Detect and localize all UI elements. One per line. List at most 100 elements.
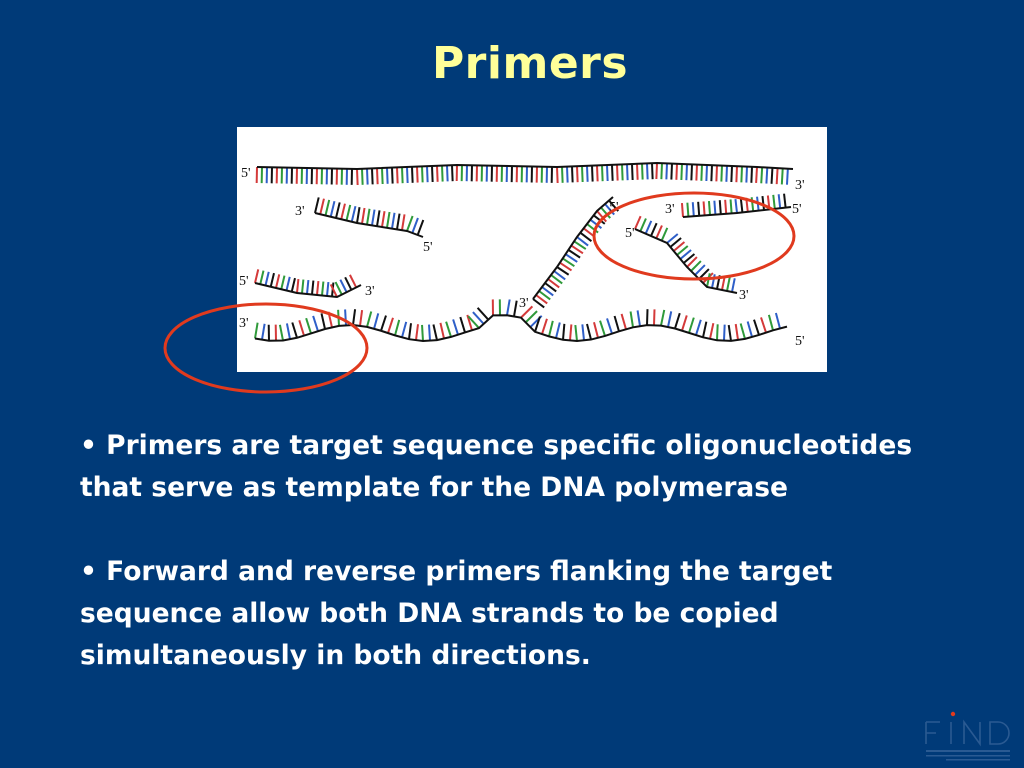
base-pair-rung [421, 166, 424, 183]
base-pair-rung [391, 167, 394, 184]
base-pair-rung [702, 321, 708, 338]
base-pair-rung [667, 311, 673, 328]
base-pair-rung [695, 164, 698, 181]
base-pair-rung [646, 163, 649, 180]
base-pair-rung [544, 282, 557, 293]
base-pair-rung [566, 166, 569, 183]
base-pair-rung [746, 321, 753, 338]
base-pair-rung [710, 165, 713, 182]
base-pair-rung [724, 199, 728, 214]
label-lower-left-5: 5' [239, 274, 249, 289]
base-pair-rung [391, 212, 396, 229]
base-pair-rung [359, 309, 364, 327]
base-pair-rung [285, 276, 291, 291]
base-pair-rung [541, 286, 554, 297]
base-pair-rung [349, 274, 358, 288]
base-pair-rung [394, 319, 401, 336]
base-pair-rung [415, 324, 420, 341]
base-pair-rung [755, 166, 758, 184]
base-pair-rung [586, 323, 592, 340]
base-pair-rung [301, 279, 305, 294]
base-pair-rung [329, 200, 336, 217]
base-pair-rung [766, 195, 771, 210]
base-pair-rung [574, 324, 578, 342]
base-pair-rung [344, 309, 347, 326]
base-pair-rung [727, 324, 732, 342]
base-pair-rung [401, 167, 404, 184]
base-pair-rung [774, 312, 781, 329]
base-pair-rung [371, 168, 374, 185]
bullet-list: • Primers are target sequence specific o… [80, 425, 950, 719]
base-pair-rung [770, 167, 774, 184]
base-pair-rung [386, 167, 389, 184]
base-pair-rung [725, 165, 728, 182]
base-pair-rung [591, 165, 594, 182]
label-mid-top-5: 5' [792, 202, 802, 217]
base-pair-rung [406, 166, 409, 184]
base-pair-rung [734, 323, 739, 341]
base-pair-rung [356, 168, 359, 186]
base-pair-rung [345, 204, 352, 221]
base-pair-rung [305, 317, 312, 334]
base-pair-rung [254, 322, 259, 339]
base-pair-rung [606, 164, 609, 182]
base-pair-rung [660, 309, 666, 326]
base-pair-rung [702, 201, 706, 216]
base-pair-rung [565, 253, 578, 263]
base-pair-rungs [254, 162, 789, 342]
base-pair-rung [381, 167, 384, 185]
base-pair-rung [723, 324, 726, 341]
base-pair-rung [314, 197, 320, 214]
base-pair-rung [665, 163, 668, 180]
base-pair-rung [660, 227, 669, 242]
base-pair-rung [312, 315, 319, 332]
base-pair-rung [780, 168, 784, 185]
base-pair-rung [275, 274, 281, 289]
base-pair-rung [411, 166, 414, 183]
base-pair-rung [520, 305, 534, 319]
base-pair-rung [337, 309, 340, 326]
base-pair-rung [690, 164, 693, 181]
base-pair-rung [772, 194, 776, 209]
base-pair-rung [535, 294, 548, 305]
base-pair-rung [655, 162, 658, 180]
base-pair-rung [401, 321, 408, 338]
base-pair-rung [713, 200, 717, 215]
base-pair-rung [760, 167, 764, 184]
base-pair-rung [320, 313, 326, 330]
base-pair-rung [506, 299, 511, 316]
base-pair-rung [350, 205, 357, 222]
base-pair-rung [373, 313, 380, 330]
diagonal-strand [532, 196, 614, 300]
base-pair-rung [720, 165, 723, 182]
base-pair-rung [576, 166, 579, 183]
label-primer-left-5: 5' [423, 240, 433, 255]
base-pair-rung [650, 222, 658, 237]
base-pair-rung [593, 321, 599, 338]
base-pair-rung [641, 163, 644, 180]
base-pair-rung [576, 236, 589, 247]
base-pair-rung [401, 214, 406, 231]
base-pair-rung [629, 311, 634, 328]
slide-title: Primers [431, 38, 629, 89]
base-pair-rung [324, 199, 331, 216]
base-pair-rung [729, 199, 733, 214]
base-pair-rung [513, 300, 518, 317]
base-pair-rung [421, 324, 424, 342]
base-pair-rung [428, 324, 431, 341]
base-pair-rung [750, 197, 755, 212]
base-pair-rung [599, 320, 606, 337]
base-pair-rung [596, 165, 599, 182]
base-pair-rung [697, 201, 701, 216]
base-pair-rung [559, 261, 573, 272]
base-pair-rung [569, 324, 573, 341]
base-pair-rung [655, 225, 663, 239]
base-pair-rung [472, 311, 485, 325]
base-pair-rung [408, 323, 413, 340]
base-pair-rung [601, 165, 604, 182]
base-pair-rung [636, 163, 639, 180]
base-pair-rung [352, 309, 357, 326]
base-pair-rung [716, 324, 719, 341]
base-pair-rung [700, 164, 703, 181]
base-pair-rung [785, 168, 789, 185]
